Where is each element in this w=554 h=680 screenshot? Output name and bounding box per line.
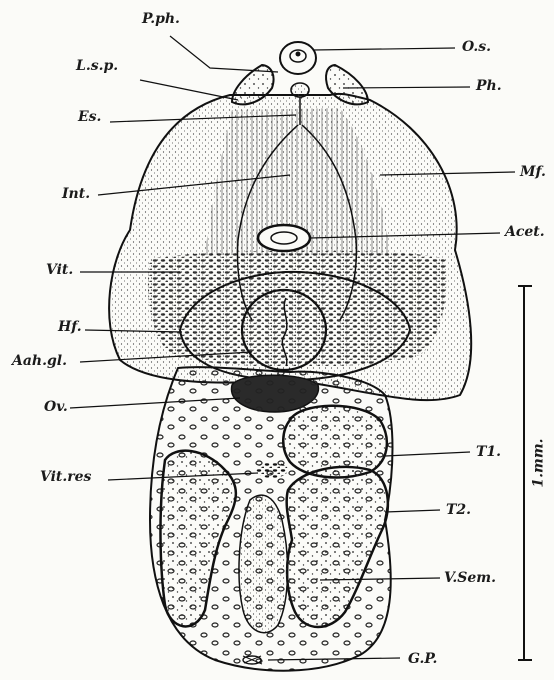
label-t1: T1. (476, 445, 501, 459)
label-aahgl: Aah.gl. (12, 354, 67, 368)
label-os: O.s. (462, 40, 491, 54)
label-vsem: V.Sem. (444, 571, 496, 585)
leader-t2 (385, 510, 440, 512)
label-ov: Ov. (44, 400, 68, 414)
label-hf: Hf. (58, 320, 82, 334)
label-lsp: L.s.p. (76, 59, 118, 73)
label-es: Es. (78, 110, 101, 124)
scale-bar-label: 1.mm. (531, 438, 547, 487)
acetabulum (258, 225, 310, 251)
label-acet: Acet. (505, 225, 545, 239)
leader-os (313, 48, 455, 50)
vesicula-seminalis (239, 495, 288, 633)
vitelline-reservoir (256, 462, 288, 478)
oral-sucker (280, 42, 316, 74)
label-int: Int. (62, 187, 90, 201)
pharynx (291, 83, 309, 97)
label-vit: Vit. (46, 263, 73, 277)
leader-t1 (385, 452, 470, 456)
label-mf: Mf. (520, 165, 546, 179)
label-t2: T2. (446, 503, 471, 517)
label-ph: Ph. (476, 79, 502, 93)
label-pph: P.ph. (142, 12, 180, 26)
label-gp: G.P. (408, 652, 437, 666)
label-vitres: Vit.res (40, 470, 91, 484)
leader-lsp (140, 80, 238, 100)
